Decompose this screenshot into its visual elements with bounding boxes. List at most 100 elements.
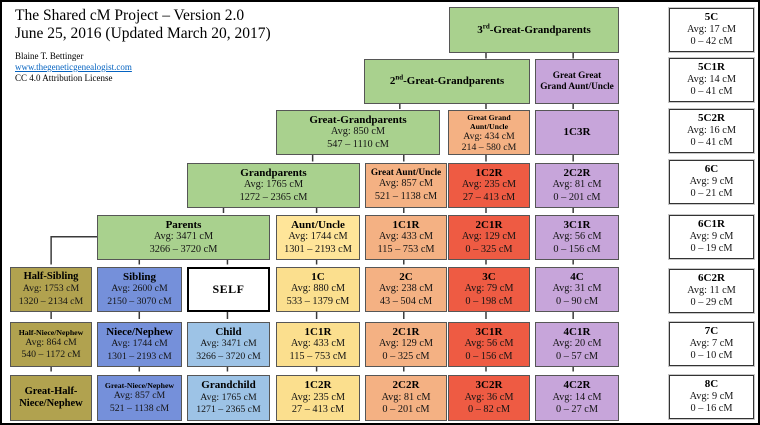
node-range: 2150 – 3070 cM <box>107 295 172 307</box>
node-range: 0 – 19 cM <box>690 243 733 255</box>
node-range: 540 – 1172 cM <box>21 349 81 360</box>
node-label: Great-Grandparents <box>309 113 407 126</box>
node-range: 0 – 156 cM <box>465 350 513 362</box>
node-avg: Avg: 81 cM <box>552 179 602 191</box>
node-7c: 7C Avg: 7 cM 0 – 10 cM <box>669 322 754 366</box>
node-label: 3rd-Great-Grandparents <box>477 22 591 36</box>
node-half-niece-nephew: Half-Niece/Nephew Avg: 864 cM 540 – 1172… <box>10 322 92 367</box>
node-1c: 1C Avg: 880 cM 533 – 1379 cM <box>276 267 360 312</box>
node-range: 0 – 41 cM <box>690 137 733 149</box>
node-avg: Avg: 857 cM <box>378 178 434 190</box>
node-range: 27 – 413 cM <box>291 404 345 416</box>
node-avg: Avg: 9 cM <box>689 230 734 242</box>
node-avg: Avg: 235 cM <box>290 391 346 403</box>
node-avg: Avg: 1765 cM <box>243 179 304 191</box>
node-range: 27 – 413 cM <box>462 191 516 203</box>
node-avg: Avg: 434 cM <box>463 130 515 142</box>
node-great-half-niece-nephew: Great-Half- Niece/Nephew <box>10 375 92 421</box>
node-avg: Avg: 7 cM <box>689 337 734 349</box>
node-avg: Avg: 433 cM <box>378 231 434 243</box>
node-range: 43 – 504 cM <box>379 295 433 307</box>
node-avg: Avg: 1744 cM <box>111 338 168 350</box>
node-avg: Avg: 14 cM <box>552 391 602 403</box>
node-label: 3C2R <box>475 379 503 392</box>
node-1c2r-lower: 1C2R Avg: 235 cM 27 – 413 cM <box>276 375 360 421</box>
node-great-niece-nephew: Great-Niece/Nephew Avg: 857 cM 521 – 113… <box>97 375 182 421</box>
node-range: 1272 – 2365 cM <box>239 191 308 203</box>
node-label: 2C <box>399 270 413 283</box>
node-range: 0 – 10 cM <box>690 350 733 362</box>
node-great-grandparents: Great-Grandparents Avg: 850 cM 547 – 111… <box>276 110 440 155</box>
node-avg: Avg: 129 cM <box>461 231 517 243</box>
node-label: Grandchild <box>201 379 256 392</box>
node-3c1r-lower: 3C1R Avg: 56 cM 0 – 156 cM <box>448 322 530 367</box>
node-2nd-great-grandparents: 2nd-Great-Grandparents <box>364 59 530 104</box>
node-label: 1C1R <box>392 218 420 231</box>
node-great-aunt-uncle: Great Aunt/Uncle Avg: 857 cM 521 – 1138 … <box>365 163 447 208</box>
node-range: 1271 – 2365 cM <box>196 404 261 416</box>
node-range: 0 – 201 cM <box>382 404 430 416</box>
node-avg: Avg: 235 cM <box>461 179 517 191</box>
node-range: 0 – 29 cM <box>690 297 733 309</box>
node-avg: Avg: 850 cM <box>330 126 386 138</box>
node-range: 521 – 1138 cM <box>374 190 438 202</box>
node-2c: 2C Avg: 238 cM 43 – 504 cM <box>365 267 447 312</box>
node-label: 3C1R <box>563 218 591 231</box>
node-avg: Avg: 9 cM <box>689 390 734 402</box>
title-line-2: June 25, 2016 (Updated March 20, 2017) <box>15 25 271 42</box>
node-avg: Avg: 14 cM <box>686 73 736 85</box>
license-text: CC 4.0 Attribution License <box>15 73 113 83</box>
node-avg: Avg: 857 cM <box>113 390 166 401</box>
node-4c2r: 4C2R Avg: 14 cM 0 – 27 cM <box>535 375 619 421</box>
node-1c1r-lower: 1C1R Avg: 433 cM 115 – 753 cM <box>276 322 360 367</box>
node-5c: 5C Avg: 17 cM 0 – 42 cM <box>669 8 754 52</box>
node-sibling: Sibling Avg: 2600 cM 2150 – 3070 cM <box>97 267 182 312</box>
node-label: 5C2R <box>698 112 725 125</box>
node-range: 115 – 753 cM <box>289 350 347 362</box>
node-label: 2C1R <box>392 325 420 338</box>
node-range: 0 – 42 cM <box>690 36 733 48</box>
node-avg: Avg: 56 cM <box>464 338 514 350</box>
node-avg: Avg: 36 cM <box>464 391 514 403</box>
node-4c1r: 4C1R Avg: 20 cM 0 – 57 cM <box>535 322 619 367</box>
node-label: 1C2R <box>304 379 332 392</box>
node-avg: Avg: 3471 cM <box>153 231 214 243</box>
node-label: Half-Sibling <box>23 270 79 282</box>
node-label: Great-Half- <box>24 385 78 397</box>
node-label-2: Niece/Nephew <box>19 398 83 409</box>
node-label: Great Great <box>552 71 602 81</box>
node-range: 0 – 16 cM <box>690 403 733 415</box>
node-range: 0 – 90 cM <box>555 295 599 307</box>
node-label: 2C2R <box>392 379 420 392</box>
website-link[interactable]: www.thegeneticgenealogist.com <box>15 62 132 72</box>
node-range: 1320 – 2134 cM <box>18 295 84 307</box>
node-5c1r: 5C1R Avg: 14 cM 0 – 41 cM <box>669 58 754 102</box>
node-label: 3C1R <box>475 325 503 338</box>
node-avg: Avg: 864 cM <box>25 336 77 348</box>
node-self: SELF <box>187 267 270 312</box>
node-3c2r: 3C2R Avg: 36 cM 0 – 82 cM <box>448 375 530 421</box>
author-name: Blaine T. Bettinger <box>15 51 84 61</box>
node-label: SELF <box>212 282 245 297</box>
node-label: 3C <box>482 270 496 283</box>
node-grandchild: Grandchild Avg: 1765 cM 1271 – 2365 cM <box>187 375 270 421</box>
node-range: 547 – 1110 cM <box>327 138 389 150</box>
node-avg: Avg: 79 cM <box>464 283 514 295</box>
node-label: 4C <box>570 270 584 283</box>
node-1c1r-upper: 1C1R Avg: 433 cM 115 – 753 cM <box>365 215 447 260</box>
node-2c1r-lower: 2C1R Avg: 129 cM 0 – 325 cM <box>365 322 447 367</box>
node-label: Parents <box>165 218 202 231</box>
node-range: 0 – 21 cM <box>690 188 733 200</box>
node-3c1r-upper: 3C1R Avg: 56 cM 0 – 156 cM <box>535 215 619 260</box>
attribution-block: Blaine T. Bettinger www.thegeneticgeneal… <box>15 51 132 84</box>
node-range: 3266 – 3720 cM <box>149 243 218 255</box>
node-3rd-great-grandparents: 3rd-Great-Grandparents <box>449 7 619 53</box>
node-avg: Avg: 2600 cM <box>111 283 168 295</box>
node-avg: Avg: 129 cM <box>378 338 434 350</box>
node-avg: Avg: 31 cM <box>552 283 602 295</box>
node-label: Great Aunt/Uncle <box>370 167 442 178</box>
node-5c2r: 5C2R Avg: 16 cM 0 – 41 cM <box>669 109 754 153</box>
node-label: Child <box>215 325 242 338</box>
